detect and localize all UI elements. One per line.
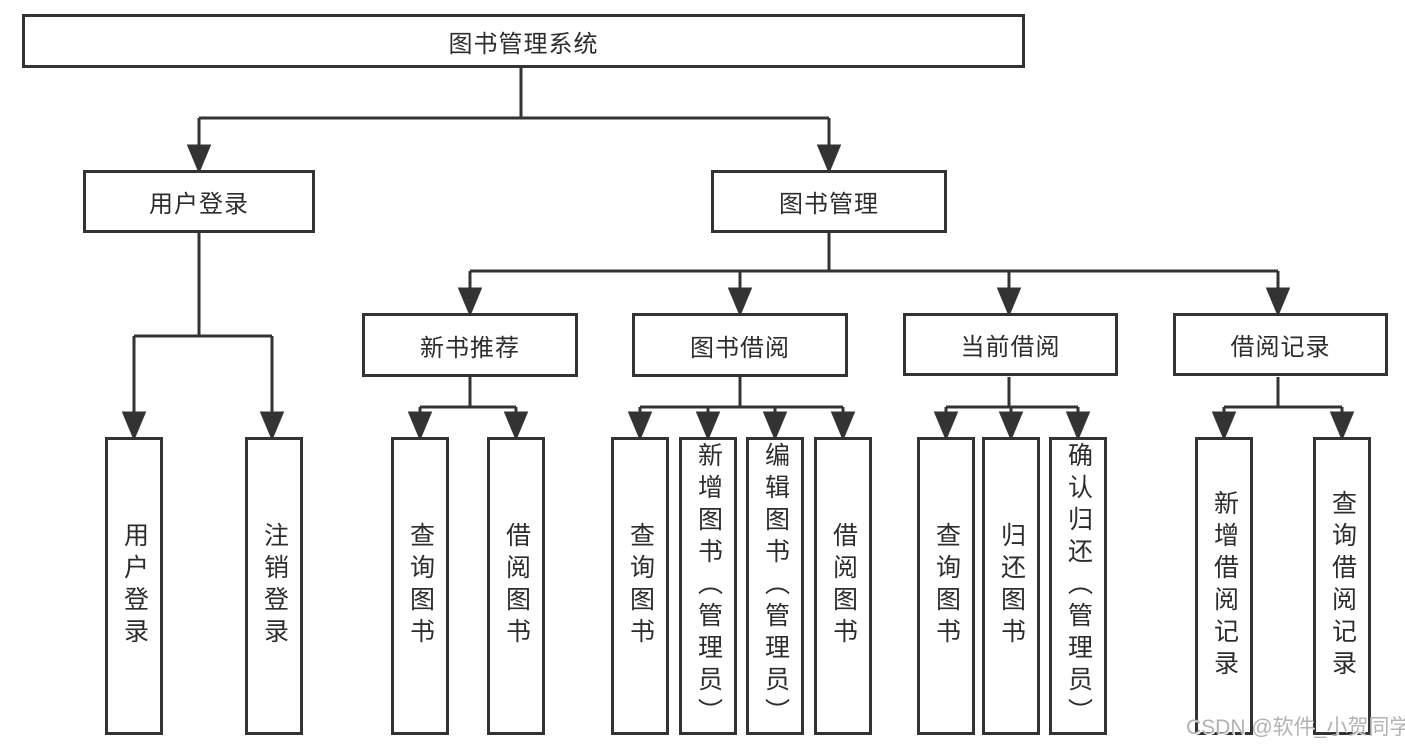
- node-current-borrow-label: 当前借阅: [960, 334, 1061, 361]
- leaf-borrow-books-borrow-label: 借阅图书: [829, 522, 858, 650]
- leaf-return-book-label: 归还图书: [997, 522, 1026, 650]
- connector-root-to-level2: [186, 68, 842, 174]
- leaf-query-borrow-record-label: 查询借阅记录: [1328, 490, 1357, 682]
- leaf-user-login-label: 用户登录: [120, 522, 149, 650]
- leaf-add-book-admin-label: 新增图书（管理员）: [694, 442, 723, 730]
- leaf-query-borrow-record: 查询借阅记录: [1313, 437, 1371, 735]
- leaf-user-login: 用户登录: [105, 437, 163, 735]
- connector-book-borrow-children: [627, 377, 856, 441]
- node-current-borrow: 当前借阅: [903, 313, 1118, 376]
- leaf-edit-book-admin: 编辑图书（管理员）: [746, 437, 804, 735]
- leaf-borrow-books-recommend: 借阅图书: [487, 437, 545, 735]
- leaf-query-books-borrow: 查询图书: [611, 437, 669, 735]
- node-user-login-label: 用户登录: [149, 191, 249, 218]
- connector-new-book-recommend-children: [407, 377, 529, 441]
- connector-current-borrow-children: [933, 377, 1091, 441]
- leaf-borrow-books-recommend-label: 借阅图书: [502, 522, 531, 650]
- leaf-return-book: 归还图书: [982, 437, 1040, 735]
- node-borrow-record: 借阅记录: [1173, 313, 1388, 376]
- leaf-add-borrow-record-label: 新增借阅记录: [1210, 490, 1239, 682]
- connector-book-management-children: [457, 233, 1291, 317]
- node-book-management: 图书管理: [711, 170, 947, 233]
- connector-borrow-record-children: [1211, 377, 1355, 441]
- leaf-query-books-current-label: 查询图书: [932, 522, 961, 650]
- node-book-management-label: 图书管理: [779, 191, 879, 218]
- leaf-add-borrow-record: 新增借阅记录: [1195, 437, 1253, 735]
- node-borrow-record-label: 借阅记录: [1230, 334, 1331, 361]
- leaf-add-book-admin: 新增图书（管理员）: [679, 437, 737, 735]
- leaf-edit-book-admin-label: 编辑图书（管理员）: [761, 442, 790, 730]
- leaf-logout: 注销登录: [245, 437, 303, 735]
- leaf-confirm-return-admin-label: 确认归还（管理员）: [1064, 442, 1093, 730]
- node-root-label: 图书管理系统: [448, 30, 599, 58]
- leaf-logout-label: 注销登录: [260, 522, 289, 650]
- leaf-query-books-recommend: 查询图书: [391, 437, 449, 735]
- node-book-borrow-label: 图书借阅: [690, 334, 790, 362]
- leaf-confirm-return-admin: 确认归还（管理员）: [1049, 437, 1107, 735]
- node-book-borrow: 图书借阅: [632, 313, 848, 377]
- leaf-query-books-borrow-label: 查询图书: [626, 522, 655, 650]
- leaf-query-books-recommend-label: 查询图书: [406, 522, 435, 650]
- node-user-login: 用户登录: [83, 170, 315, 233]
- leaf-query-books-current: 查询图书: [917, 437, 975, 735]
- csdn-watermark: CSDN @软件_小贺同学: [1186, 716, 1405, 739]
- connector-user-login-children: [121, 233, 285, 441]
- leaf-borrow-books-borrow: 借阅图书: [814, 437, 872, 735]
- node-new-book-recommend: 新书推荐: [362, 313, 578, 377]
- node-new-book-recommend-label: 新书推荐: [420, 334, 520, 362]
- node-root: 图书管理系统: [22, 14, 1025, 68]
